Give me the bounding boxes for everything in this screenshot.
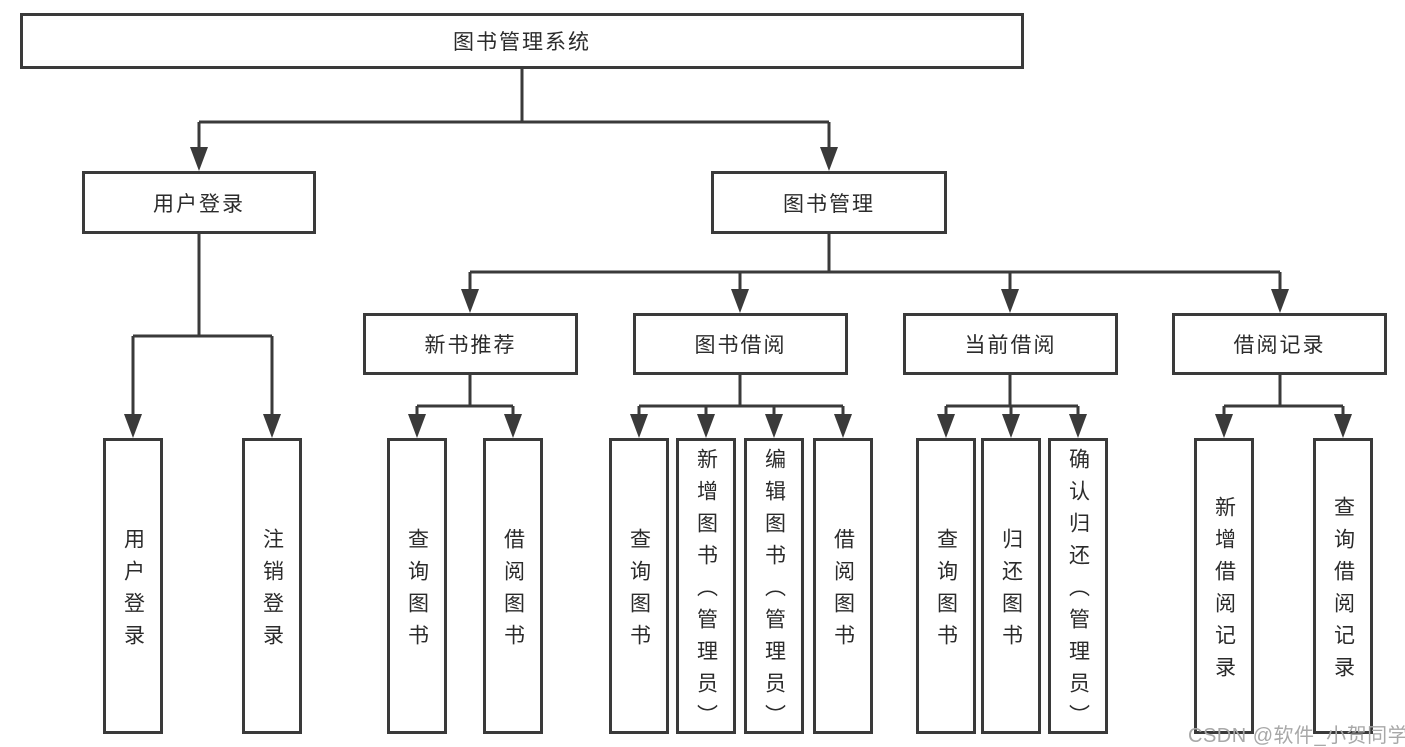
- node-book-management-label: 图书管理: [783, 192, 875, 216]
- node-user-login: 用户登录: [82, 171, 316, 234]
- leaf-return-book-label: 归还图书: [999, 527, 1023, 656]
- node-new-book-recommend-label: 新书推荐: [424, 334, 517, 357]
- leaf-confirm-return-admin-label: 确认归还（管理员）: [1066, 447, 1090, 736]
- leaf-query-books-recommend-label: 查询图书: [405, 527, 429, 656]
- leaf-add-book-admin: 新增图书（管理员）: [676, 438, 736, 736]
- leaf-user-login-label: 用户登录: [121, 527, 145, 656]
- leaf-query-books-borrow: 查询图书: [609, 438, 669, 734]
- leaf-add-borrow-record-label: 新增借阅记录: [1212, 495, 1236, 688]
- node-borrow-records-label: 借阅记录: [1233, 334, 1326, 357]
- leaf-user-login: 用户登录: [103, 438, 163, 734]
- leaf-return-book: 归还图书: [981, 438, 1041, 734]
- node-current-borrow-label: 当前借阅: [964, 334, 1057, 357]
- node-borrow-records: 借阅记录: [1172, 313, 1387, 375]
- leaf-edit-book-admin-label: 编辑图书（管理员）: [762, 447, 786, 736]
- node-user-login-label: 用户登录: [153, 192, 245, 216]
- leaf-borrow-books: 借阅图书: [813, 438, 873, 734]
- leaf-borrow-books-recommend: 借阅图书: [483, 438, 543, 734]
- leaf-edit-book-admin: 编辑图书（管理员）: [744, 438, 804, 736]
- csdn-watermark: CSDN @软件_小贺同学: [1188, 725, 1405, 747]
- leaf-query-borrow-record-label: 查询借阅记录: [1331, 495, 1355, 688]
- leaf-confirm-return-admin: 确认归还（管理员）: [1048, 438, 1108, 736]
- leaf-query-books-recommend: 查询图书: [387, 438, 447, 734]
- leaf-query-borrow-record: 查询借阅记录: [1313, 438, 1373, 734]
- node-current-borrow: 当前借阅: [903, 313, 1118, 375]
- leaf-borrow-books-recommend-label: 借阅图书: [501, 527, 525, 656]
- node-book-borrow-label: 图书借阅: [694, 334, 787, 357]
- leaf-query-books-borrow-label: 查询图书: [627, 527, 651, 656]
- node-book-borrow: 图书借阅: [633, 313, 848, 375]
- node-new-book-recommend: 新书推荐: [363, 313, 578, 375]
- leaf-logout-label: 注销登录: [260, 527, 284, 656]
- node-root: 图书管理系统: [20, 13, 1024, 69]
- leaf-borrow-books-label: 借阅图书: [831, 527, 855, 656]
- leaf-query-books-current: 查询图书: [916, 438, 976, 734]
- node-root-label: 图书管理系统: [453, 31, 591, 54]
- leaf-logout: 注销登录: [242, 438, 302, 734]
- leaf-add-book-admin-label: 新增图书（管理员）: [694, 447, 718, 736]
- node-book-management: 图书管理: [711, 171, 947, 234]
- leaf-add-borrow-record: 新增借阅记录: [1194, 438, 1254, 734]
- leaf-query-books-current-label: 查询图书: [934, 527, 958, 656]
